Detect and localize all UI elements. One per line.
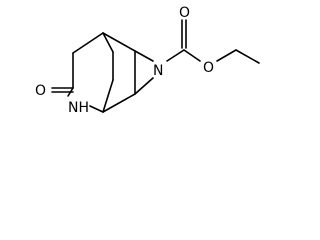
- bond-c3-n: [134, 50, 154, 62]
- bond-c5-nh: [89, 105, 104, 113]
- molecule-structure: O O N O NH: [35, 5, 260, 116]
- bonds: [51, 19, 260, 113]
- bond-c4-c5: [102, 93, 136, 113]
- atom-o-ester-link: O: [203, 60, 214, 76]
- bond-cco-olink: [183, 49, 201, 62]
- bond-olink-ch2: [216, 49, 237, 62]
- atom-n-carbamate: N: [153, 63, 163, 79]
- bond-n-cco: [166, 49, 185, 62]
- bond-c1-c2: [72, 32, 104, 54]
- atom-labels: O O N O NH: [35, 5, 214, 116]
- bond-c4-n: [134, 77, 154, 95]
- bond-bridge-a: [102, 32, 114, 53]
- atom-o-lactam: O: [35, 83, 46, 99]
- bond-c2-c3: [102, 32, 136, 52]
- bond-bridge-c: [102, 79, 114, 113]
- bond-ch2-ch3: [235, 49, 260, 64]
- atom-nh-lactam: NH: [68, 100, 89, 116]
- atom-o-ester-carbonyl: O: [179, 5, 190, 21]
